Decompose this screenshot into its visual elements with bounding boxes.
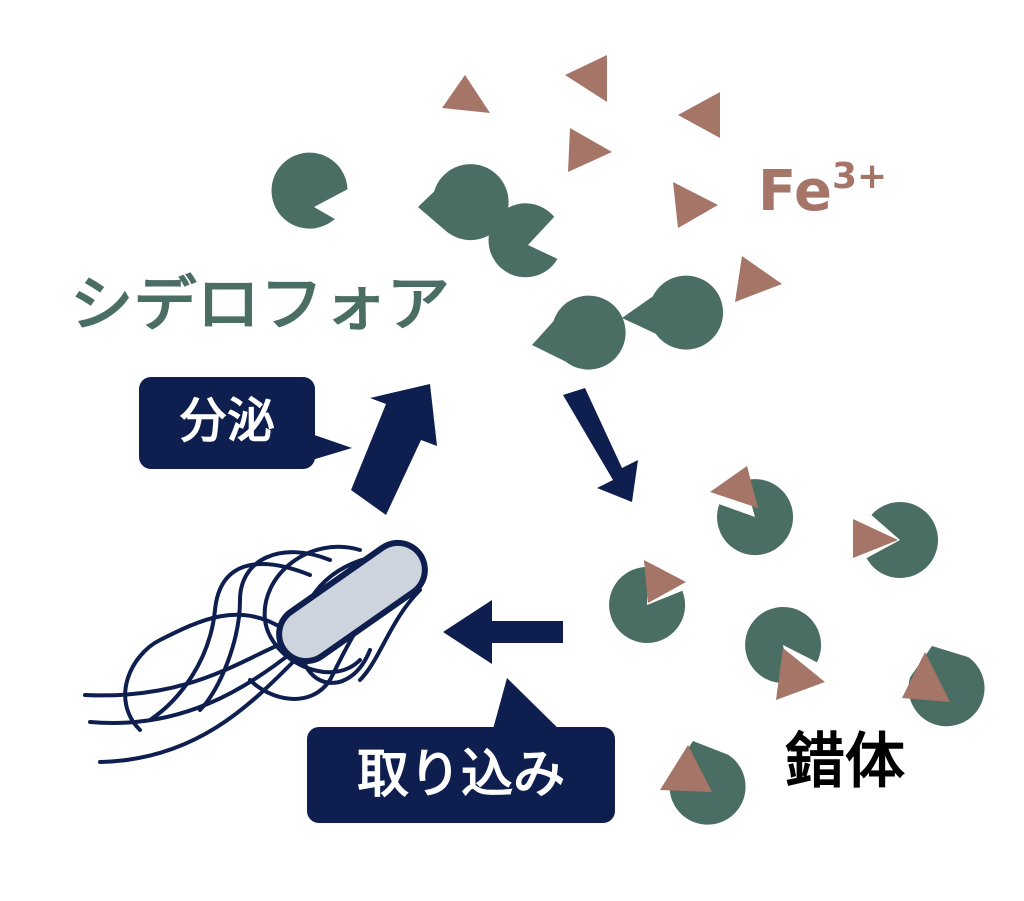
iron-ion-icon (568, 128, 612, 172)
iron-ion-icon (735, 256, 782, 302)
bacterium (83, 539, 428, 764)
siderophore-iron-complexes (609, 466, 985, 825)
uptake-label: 取り込み (357, 745, 565, 805)
iron-ion-icon (442, 75, 490, 113)
iron-ion-icon (673, 182, 718, 228)
complex-item (710, 466, 794, 556)
flow-arrows (351, 384, 638, 664)
secrete-callout: 分泌 (139, 377, 352, 469)
iron-ion-icon (565, 55, 607, 102)
complex-item (609, 560, 686, 643)
free-iron-ions (442, 55, 782, 302)
siderophore-icon (866, 502, 939, 579)
siderophore-icon (622, 275, 724, 350)
siderophore-icon (488, 203, 558, 278)
binding-arrow (563, 388, 638, 502)
complex-item (745, 606, 825, 700)
secrete-label: 分泌 (179, 393, 275, 449)
siderophore-icon (271, 152, 348, 229)
siderophore-icon (609, 566, 686, 643)
iron-ion-icon (776, 648, 825, 700)
iron-ion-icon (853, 519, 898, 558)
uptake-arrow (443, 600, 563, 664)
siderophore-icon (745, 606, 822, 683)
iron-ion-icon (644, 560, 686, 603)
iron-ion-icon (678, 92, 720, 138)
complex-item (853, 502, 939, 579)
iron-ion-icon (660, 745, 712, 792)
iron-ion-label: Fe3+ (758, 156, 887, 224)
iron-ion-symbol: Fe (758, 159, 832, 224)
complex-label: 錯体 (785, 727, 905, 797)
complex-item (902, 646, 985, 727)
siderophore-icon (532, 295, 626, 370)
iron-ion-charge: 3+ (832, 156, 887, 197)
siderophore-icon (717, 479, 794, 556)
siderophore-label: シデロフォア (70, 270, 450, 340)
free-siderophores (271, 152, 724, 370)
bacterium-body (276, 539, 428, 665)
complex-item (660, 741, 746, 825)
iron-ion-icon (902, 652, 950, 702)
uptake-callout: 取り込み (307, 678, 615, 823)
iron-ion-icon (710, 466, 758, 508)
siderophore-icon (418, 164, 509, 241)
secretion-arrow (351, 384, 437, 515)
